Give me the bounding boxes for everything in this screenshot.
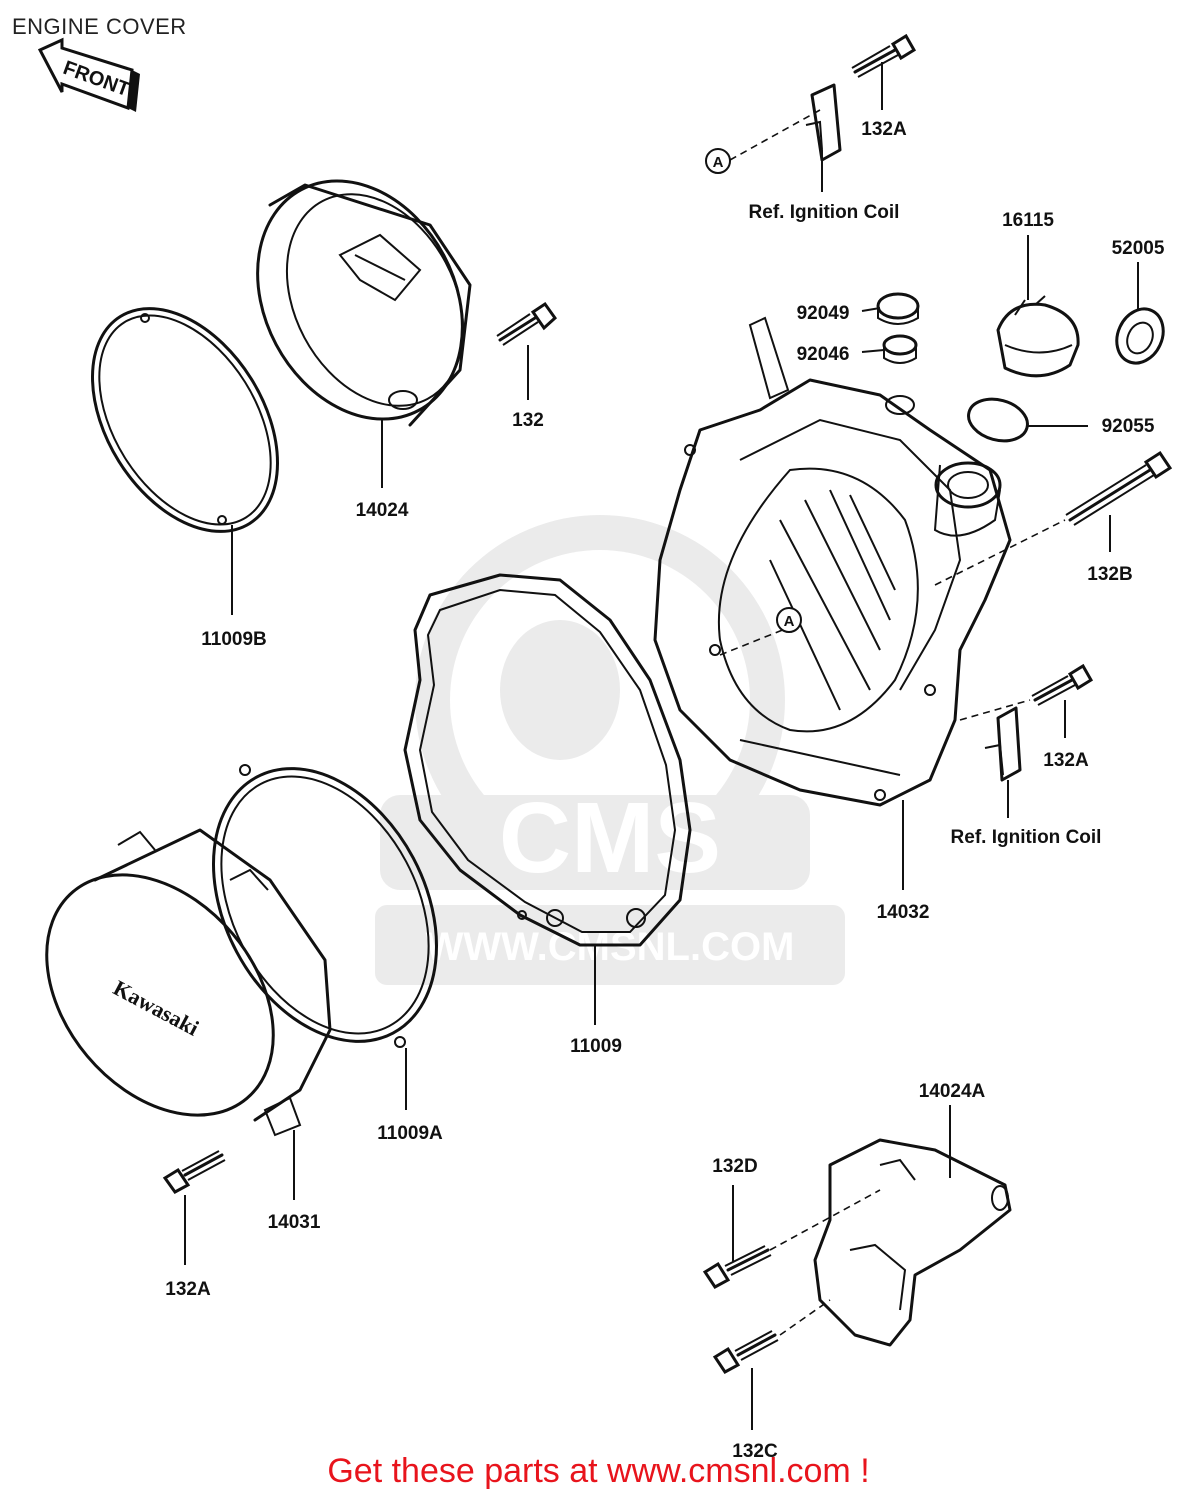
label-132b: 132B	[1087, 564, 1132, 585]
gasket-11009	[403, 573, 692, 947]
label-132a-left: 132A	[165, 1279, 211, 1300]
bolt-132b	[1065, 450, 1173, 526]
callout-a-cover-letter: A	[784, 613, 795, 630]
cover-14024a	[813, 1138, 1012, 1347]
oil-seal-92049	[876, 292, 920, 325]
label-92046: 92046	[797, 344, 850, 365]
oil-seal-52005	[1115, 307, 1165, 365]
front-arrow-icon: FRONT	[37, 37, 140, 112]
bolt-132c	[712, 1330, 779, 1374]
label-132a-top: 132A	[861, 119, 907, 140]
leader-lines	[184, 62, 1139, 1430]
bolt-132a-left	[162, 1150, 226, 1194]
callout-a-top: A	[705, 148, 731, 174]
label-ref-ignition-coil-top: Ref. Ignition Coil	[749, 202, 900, 223]
label-92049: 92049	[797, 303, 850, 324]
label-52005: 52005	[1112, 238, 1165, 259]
label-14024a: 14024A	[919, 1081, 986, 1102]
gasket-11009b	[91, 307, 279, 533]
bolt-132	[496, 301, 557, 346]
label-14032: 14032	[877, 902, 930, 923]
watermark: CMS WWW.CMSNL.COM	[375, 515, 845, 985]
label-132: 132	[512, 410, 544, 431]
label-11009a: 11009A	[377, 1123, 443, 1144]
callout-a-top-letter: A	[713, 154, 724, 171]
pulse-cover-14024	[256, 179, 472, 427]
footer-promo-text: Get these parts at www.cmsnl.com !	[327, 1452, 870, 1490]
generator-cover-14031: Kawasaki	[45, 828, 332, 1137]
label-14024: 14024	[356, 500, 409, 521]
callout-a-cover: A	[776, 607, 802, 633]
label-ref-ignition-coil-right: Ref. Ignition Coil	[951, 827, 1102, 848]
label-14031: 14031	[268, 1212, 321, 1233]
bolt-132d	[702, 1245, 772, 1289]
diagram-title: ENGINE COVER	[12, 14, 187, 39]
label-92055: 92055	[1102, 416, 1155, 437]
clutch-cover-14032	[653, 316, 1012, 807]
cover-logo: Kawasaki	[109, 975, 203, 1041]
bushing-92046	[882, 334, 918, 364]
o-ring-92055	[967, 397, 1029, 443]
oil-filler-cap-16115	[996, 295, 1080, 378]
ignition-coil-bracket-top	[805, 33, 917, 162]
label-132a-right: 132A	[1043, 750, 1089, 771]
label-11009: 11009	[570, 1036, 622, 1057]
label-16115: 16115	[1002, 210, 1054, 231]
ignition-coil-bracket-right	[984, 663, 1094, 782]
alignment-lines	[719, 109, 1066, 1336]
label-132d: 132D	[712, 1156, 757, 1177]
label-11009b: 11009B	[201, 629, 267, 650]
label-132c: 132C	[732, 1441, 778, 1462]
